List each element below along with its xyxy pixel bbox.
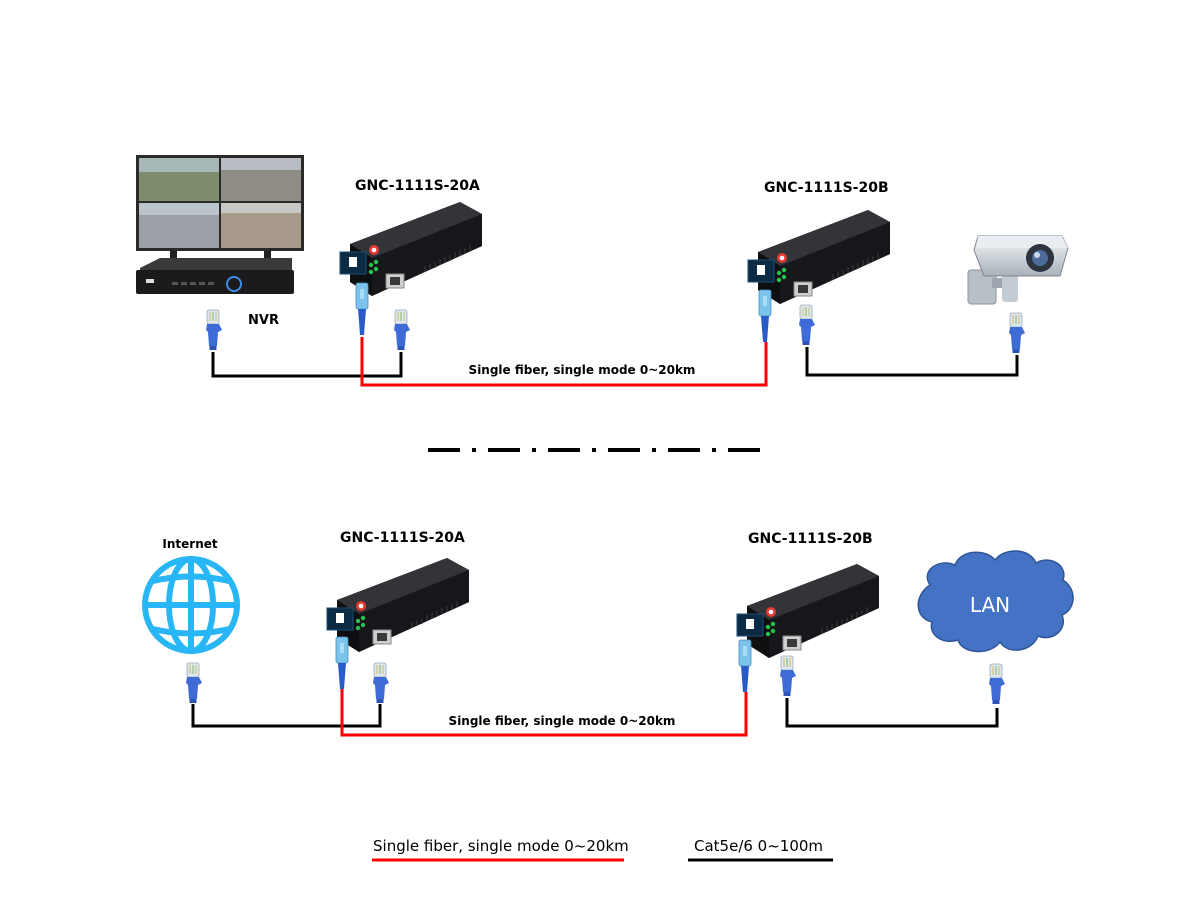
sc-fiber-connector-icon — [355, 282, 369, 336]
fiber-link-label: Single fiber, single mode 0~20km — [469, 363, 696, 377]
rj45-plug-icon — [185, 662, 203, 704]
converter-b-label: GNC-1111S-20B — [764, 180, 889, 196]
internet-label: Internet — [162, 537, 217, 551]
globe-icon — [142, 556, 240, 654]
rj45-plug-icon — [1008, 312, 1026, 354]
lan-cloud-icon: LAN — [917, 550, 1074, 653]
rj45-plug-icon — [372, 662, 390, 704]
converter-b-label: GNC-1111S-20B — [748, 531, 873, 547]
rj45-plug-icon — [779, 655, 797, 697]
bottom-diagram: Internet GNC-1111S-20A GNC-1111S-20B LAN — [142, 530, 1074, 737]
media-converter-a-icon — [326, 557, 470, 653]
fiber-link-label: Single fiber, single mode 0~20km — [449, 714, 676, 728]
copper-cable-lan — [785, 698, 999, 728]
sc-fiber-connector-icon — [335, 636, 349, 690]
media-converter-a-icon — [339, 201, 483, 297]
lan-label: LAN — [970, 593, 1010, 617]
copper-cable-internet — [191, 704, 382, 728]
sc-fiber-connector-icon — [738, 639, 752, 693]
ip-camera-icon — [967, 235, 1069, 305]
fiber-cable-top — [360, 337, 768, 387]
rj45-plug-icon — [798, 304, 816, 346]
legend-copper-label: Cat5e/6 0~100m — [694, 837, 823, 855]
converter-a-label: GNC-1111S-20A — [355, 178, 480, 194]
media-converter-b-icon — [736, 563, 880, 659]
copper-cable-nvr — [211, 352, 403, 378]
rj45-plug-icon — [988, 663, 1006, 705]
nvr-label: NVR — [248, 313, 279, 328]
converter-a-label: GNC-1111S-20A — [340, 530, 465, 546]
legend-fiber-label: Single fiber, single mode 0~20km — [373, 837, 629, 855]
separator-dash-dot-line — [428, 448, 760, 452]
legend: Single fiber, single mode 0~20km Cat5e/6… — [372, 837, 833, 862]
nvr-icon — [136, 258, 294, 294]
rj45-plug-icon — [393, 309, 411, 351]
copper-cable-camera — [805, 347, 1019, 377]
sc-fiber-connector-icon — [758, 289, 772, 343]
fiber-cable-bottom — [340, 689, 748, 737]
rj45-plug-icon — [205, 309, 223, 351]
top-diagram: NVR GNC-1111S-20A GNC-1111S-20B Sing — [136, 155, 1069, 387]
monitor-icon — [136, 155, 304, 260]
